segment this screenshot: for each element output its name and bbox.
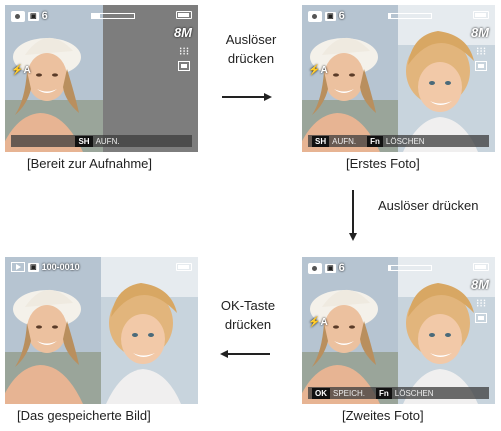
screen-first: ▣ 6 8M ⚡A SH AUFN. Fn LÖSCHEN — [302, 5, 495, 152]
woman-photo — [302, 257, 400, 404]
flash-auto-icon: ⚡A — [308, 65, 328, 76]
metering-icon — [178, 61, 190, 71]
action-shutter-1-line2: drücken — [227, 51, 275, 66]
action-shutter-2: Auslöser drücken — [378, 198, 479, 213]
delete-label: LÖSCHEN — [394, 388, 434, 398]
caption-saved: [Das gespeicherte Bild] — [17, 408, 151, 423]
action-ok-line1: OK-Taste — [220, 298, 276, 313]
progress-fill — [92, 14, 101, 18]
flash-auto-icon: ⚡A — [308, 317, 328, 328]
progress-fill — [389, 266, 392, 270]
shutter-key[interactable]: SH — [75, 135, 93, 147]
hud-top-left: ▣ 6 — [11, 10, 48, 22]
softkey-bar: SH AUFN. Fn LÖSCHEN — [308, 135, 489, 147]
arrow-down-head — [349, 233, 357, 241]
softkey-bar: SH AUFN. — [11, 135, 192, 147]
shot-count: 6 — [338, 10, 345, 22]
woman-photo — [5, 257, 103, 404]
save-label: SPEICH. — [333, 388, 366, 398]
battery-icon — [473, 11, 489, 19]
action-ok: OK-Taste drücken — [206, 296, 290, 334]
resolution-icon: 8M — [173, 25, 192, 40]
camera-mode-icon — [11, 10, 25, 22]
flash-auto-icon: ⚡A — [11, 65, 31, 76]
playback-mode-icon — [11, 262, 25, 272]
battery-icon — [176, 11, 192, 19]
shot-count: 6 — [41, 10, 48, 22]
metering-icon — [475, 313, 487, 323]
screen-saved: ▣ 100-0010 — [5, 257, 198, 404]
capture-progress-bar — [388, 13, 432, 19]
delete-label: LÖSCHEN — [385, 136, 425, 146]
caption-ready: [Bereit zur Aufnahme] — [27, 156, 153, 171]
file-number: 100-0010 — [41, 262, 80, 272]
arrow-right-head — [264, 93, 272, 101]
capture-progress-bar — [388, 265, 432, 271]
memory-icon: ▣ — [325, 263, 336, 273]
hud-top-left: ▣ 6 — [308, 10, 345, 22]
quality-icon — [476, 47, 486, 55]
shutter-key[interactable]: SH — [312, 135, 330, 147]
fn-key[interactable]: Fn — [367, 135, 383, 147]
action-ok-line2: drücken — [224, 317, 272, 332]
shot-count: 6 — [338, 262, 345, 274]
girl-photo — [101, 257, 198, 404]
caption-first: [Erstes Foto] — [346, 156, 420, 171]
screen-second: ▣ 6 8M ⚡A OK SPEICH. Fn LÖSCHEN — [302, 257, 495, 404]
capture-progress-bar — [91, 13, 135, 19]
camera-mode-icon — [308, 262, 322, 274]
softkey-bar: OK SPEICH. Fn LÖSCHEN — [308, 387, 489, 399]
battery-icon — [473, 263, 489, 271]
action-shutter-1: Auslöser drücken — [209, 30, 293, 68]
arrow-down — [352, 190, 354, 234]
hud-top-left: ▣ 100-0010 — [11, 262, 80, 272]
memory-icon: ▣ — [28, 11, 39, 21]
battery-icon — [176, 263, 192, 271]
record-label: AUFN. — [95, 136, 120, 146]
screen-ready: ▣ 6 8M ⚡A SH AUFN. — [5, 5, 198, 152]
fn-key[interactable]: Fn — [376, 387, 392, 399]
quality-icon — [179, 47, 189, 55]
resolution-icon: 8M — [470, 277, 489, 292]
woman-photo — [302, 5, 400, 152]
memory-icon: ▣ — [28, 262, 39, 272]
arrow-left — [226, 353, 270, 355]
empty-frame-panel — [103, 5, 198, 152]
progress-fill — [389, 14, 392, 18]
woman-photo — [5, 5, 103, 152]
quality-icon — [476, 299, 486, 307]
resolution-icon: 8M — [470, 25, 489, 40]
metering-icon — [475, 61, 487, 71]
hud-top-left: ▣ 6 — [308, 262, 345, 274]
action-shutter-1-line1: Auslöser — [225, 32, 277, 47]
arrow-right — [222, 96, 266, 98]
caption-second: [Zweites Foto] — [342, 408, 424, 423]
arrow-left-head — [220, 350, 228, 358]
memory-icon: ▣ — [325, 11, 336, 21]
camera-mode-icon — [308, 10, 322, 22]
ok-key[interactable]: OK — [312, 387, 330, 399]
record-label: AUFN. — [332, 136, 357, 146]
